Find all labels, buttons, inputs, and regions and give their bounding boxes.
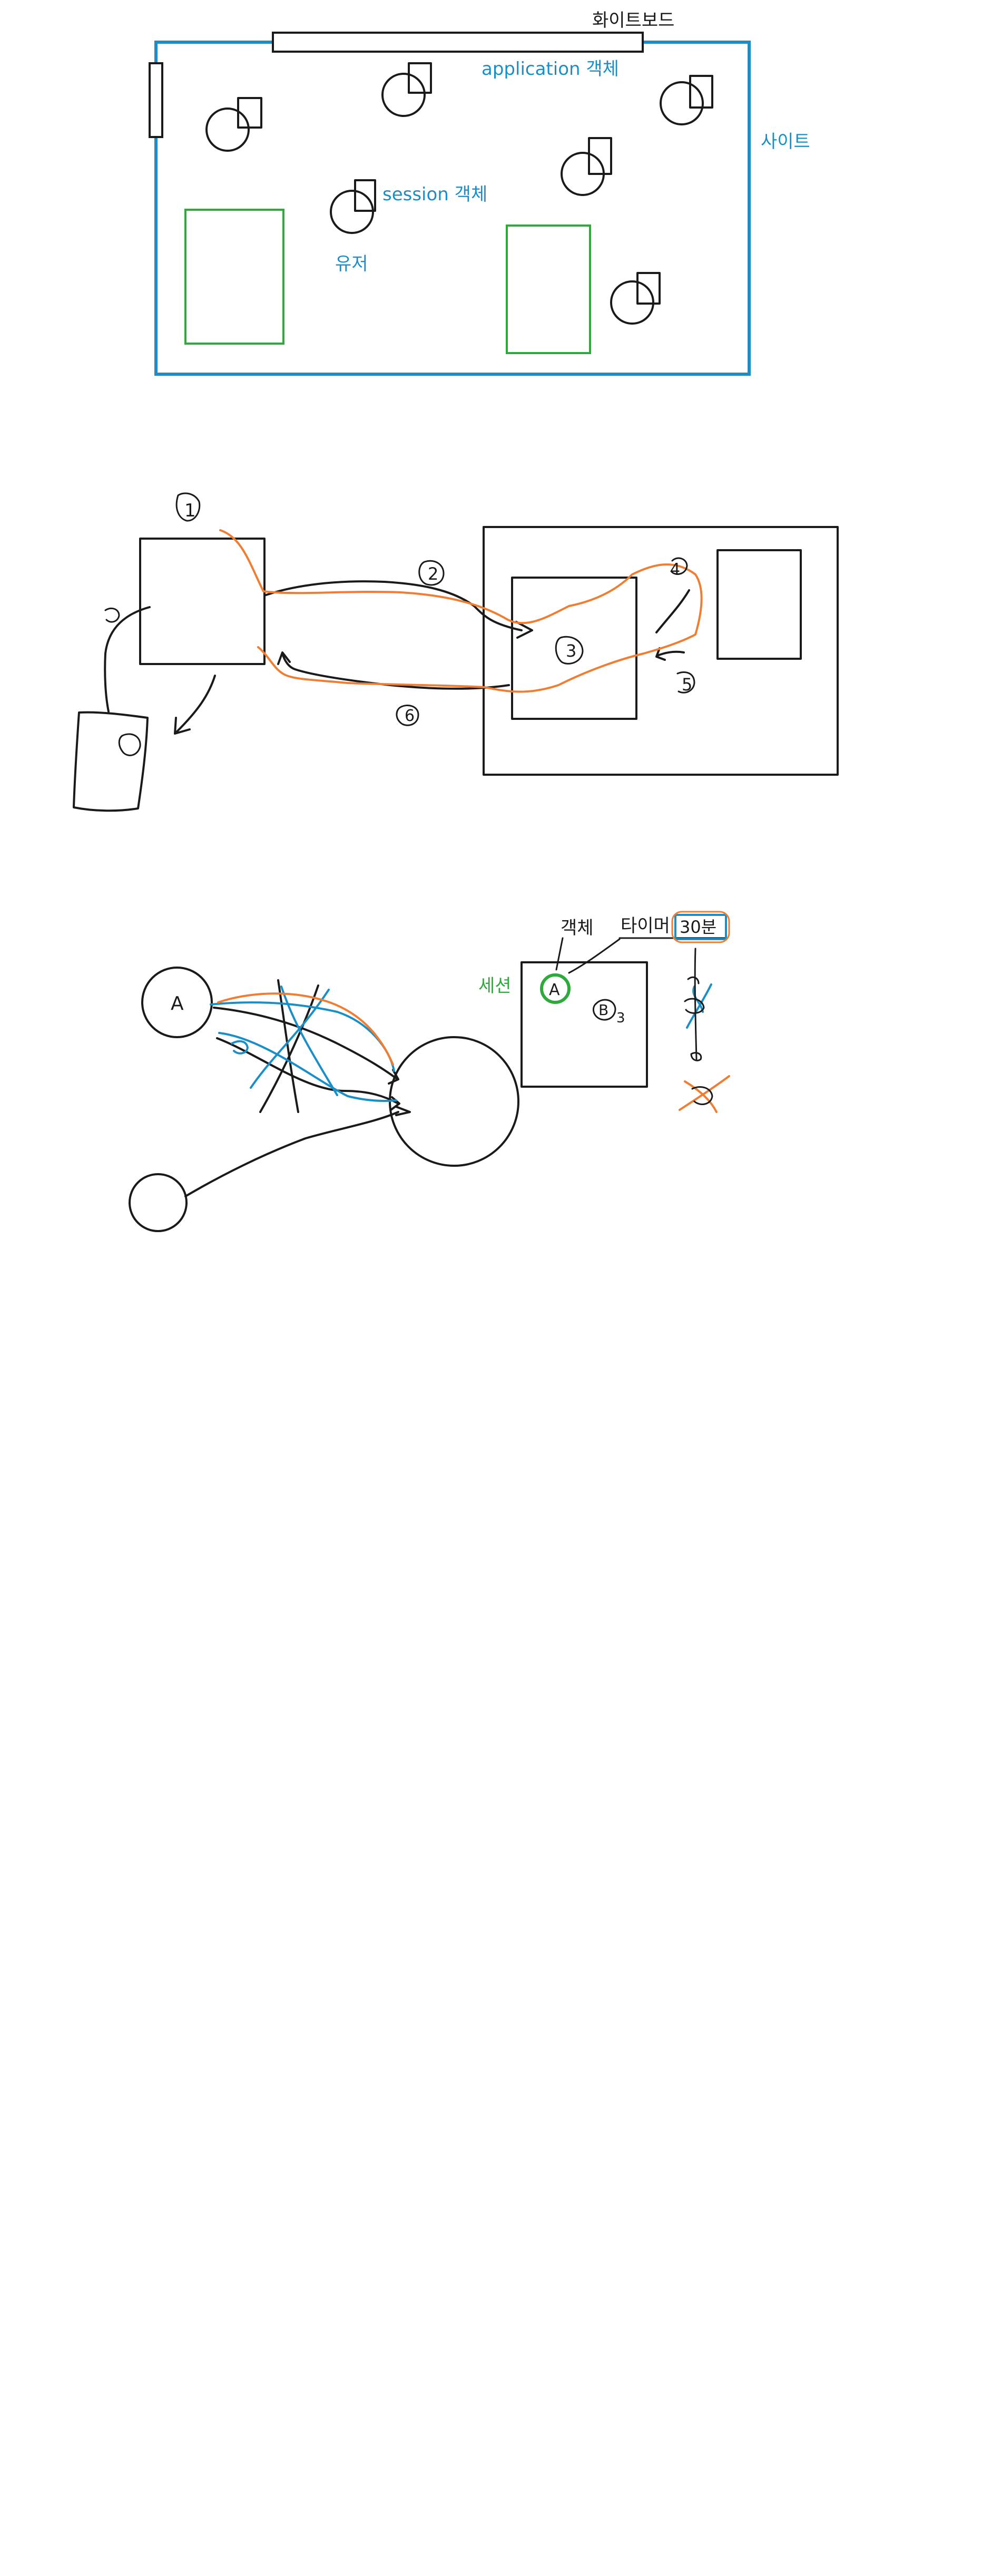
connection-line — [184, 1111, 399, 1197]
server-curve — [655, 647, 685, 661]
expired-cross — [679, 1075, 730, 1113]
response-line — [281, 652, 510, 690]
arrow-head — [395, 1106, 411, 1116]
step-mark: 6 — [405, 707, 415, 725]
user-area — [506, 225, 591, 354]
orange-stroke — [217, 992, 394, 1066]
cross-line — [259, 984, 319, 1113]
session-flow-line — [219, 529, 703, 693]
scribble — [118, 733, 141, 756]
connection-line — [213, 1007, 397, 1079]
client-to-storage-line — [104, 606, 151, 713]
diagram-request-flow: 1 2 3 4 5 6 — [73, 492, 839, 812]
user-object — [660, 75, 713, 125]
side-board-bar — [149, 62, 163, 138]
application-label: application 객체 — [482, 58, 619, 80]
session-item-a-ring — [540, 973, 571, 1004]
timeline-scribble — [684, 998, 705, 1014]
user-object — [330, 179, 376, 234]
server-curve — [655, 589, 690, 633]
expired-scribble — [691, 1086, 713, 1105]
session-item-a: A — [549, 981, 560, 999]
arrow-head — [390, 1096, 400, 1111]
timer-pointer — [568, 938, 621, 974]
timeline — [694, 948, 698, 1060]
user-object — [561, 137, 612, 196]
timer-value: 30분 — [680, 917, 716, 937]
whiteboard-bar — [272, 32, 644, 53]
timer-label: 타이머 — [621, 915, 670, 936]
object-pointer — [555, 937, 564, 971]
blue-strokes — [210, 983, 712, 1102]
step-mark: 2 — [428, 564, 438, 584]
timeline-mark — [687, 976, 700, 984]
object-label: 객체 — [561, 918, 594, 939]
cross-line — [277, 979, 299, 1113]
session-label: 세션 — [478, 975, 512, 997]
timer-value-box — [674, 914, 727, 940]
step-marks: 1 2 3 4 5 6 — [175, 492, 695, 726]
timeline-mark — [690, 1052, 702, 1061]
user-area — [184, 209, 284, 345]
step-mark: 3 — [566, 641, 576, 661]
client-box — [139, 538, 266, 665]
session-item-b-ring — [593, 999, 616, 1021]
timer-value-box-outline — [671, 911, 730, 943]
session-box — [521, 961, 648, 1088]
diagram-session-timer: A A B 3 — [129, 911, 730, 1232]
client-b-node — [129, 1173, 188, 1232]
server-inner-box — [511, 577, 637, 720]
step-mark: 1 — [184, 500, 196, 521]
scribble — [104, 607, 120, 623]
server-side-box — [716, 549, 802, 660]
whiteboard-label: 화이트보드 — [592, 10, 674, 31]
site-frame — [154, 41, 751, 376]
step-mark: 4 — [670, 560, 680, 579]
user-object — [205, 97, 262, 152]
arrow-head — [277, 651, 291, 665]
user-object — [610, 272, 661, 325]
client-a-label: A — [171, 993, 184, 1014]
client-storage-box — [73, 711, 149, 812]
user-object — [381, 62, 432, 117]
arrow-head — [388, 1069, 399, 1085]
arrow-head — [515, 621, 533, 639]
request-line — [263, 580, 523, 631]
site-label: 사이트 — [761, 131, 810, 152]
user-label: 유저 — [335, 253, 368, 275]
session-label: session 객체 — [382, 184, 487, 205]
session-item-b: B — [598, 1001, 608, 1019]
server-node — [389, 1036, 519, 1167]
server-box — [483, 526, 839, 776]
diagram-site-overview: 화이트보드 application 객 — [149, 10, 810, 376]
client-down-arrow — [174, 675, 216, 735]
step-mark: 5 — [682, 675, 692, 695]
session-item-b-tail: 3 — [616, 1010, 625, 1026]
client-a-node — [141, 967, 213, 1038]
connection-line — [216, 1037, 399, 1105]
